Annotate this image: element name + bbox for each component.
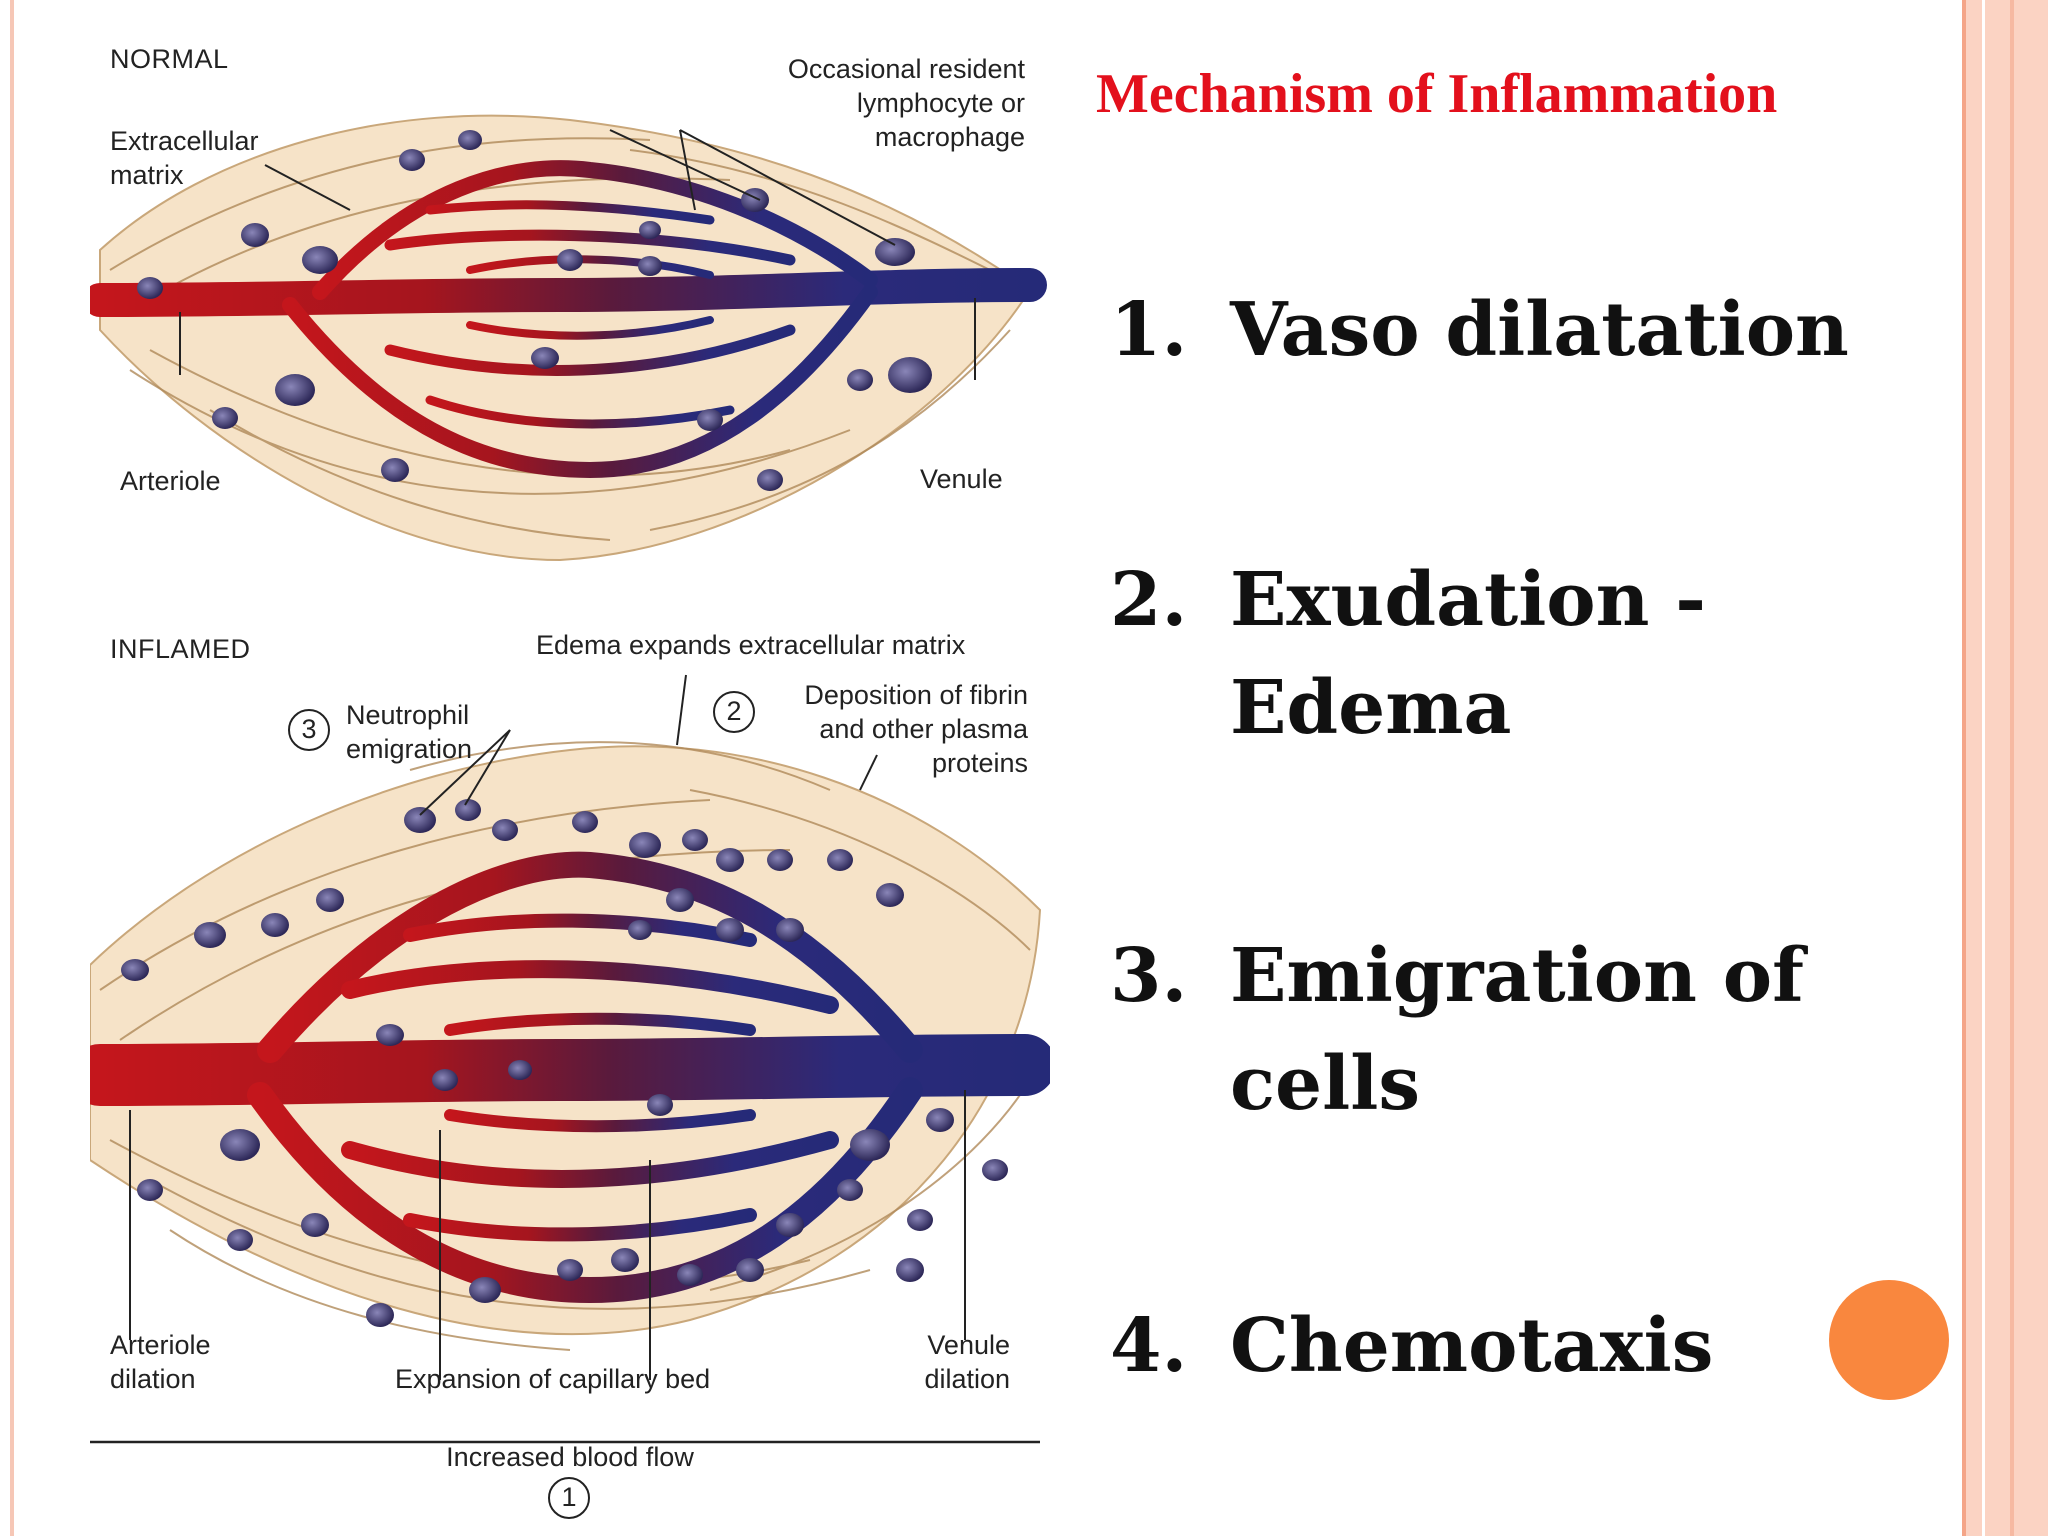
slide-title: Mechanism of Inflammation — [1096, 63, 1778, 125]
decorative-orange-dot — [1829, 1280, 1949, 1400]
list-item-number: 3. — [1110, 933, 1188, 1019]
inflamed-diagram — [90, 674, 1050, 1519]
list-item-text: Chemotaxis — [1230, 1303, 1714, 1389]
edema-label: Edema expands extracellular matrix — [536, 630, 966, 660]
list-item-text: Exudation - Edema — [1230, 557, 1706, 751]
list-item-number: 4. — [1110, 1303, 1188, 1389]
neutrophil-emigration-label: Neutrophil emigration — [346, 700, 473, 764]
venule-dilation-label: Venule dilation — [924, 1330, 1010, 1394]
slide-right-border — [1962, 0, 2048, 1536]
mechanism-list: 1. Vaso dilatation 2. Exudation - Edema … — [1110, 0, 1950, 1536]
inflammation-diagram: NORMAL Extracellular matrix Occasional r… — [90, 30, 1050, 1520]
arteriole-label: Arteriole — [120, 466, 221, 496]
slide-left-border-line — [10, 0, 14, 1536]
blood-flow-label: Increased blood flow — [446, 1442, 694, 1472]
list-item-number: 2. — [1110, 557, 1188, 643]
step-1-number: 1 — [561, 1482, 577, 1512]
list-item-text: Emigration of cells — [1230, 933, 1804, 1127]
extracellular-matrix-label: Extracellular matrix — [110, 126, 259, 190]
slide-right-border-line — [1962, 0, 1966, 1536]
list-item-text: Vaso dilatation — [1230, 287, 1849, 373]
fibrin-deposition-label: Deposition of fibrin and other plasma pr… — [804, 680, 1028, 778]
slide-right-border-line — [1982, 0, 1985, 1536]
list-item-number: 1. — [1110, 287, 1188, 373]
step-3-number: 3 — [301, 714, 317, 744]
normal-diagram — [90, 114, 1047, 562]
normal-heading: NORMAL — [110, 44, 229, 74]
arteriole-dilation-label: Arteriole dilation — [110, 1330, 211, 1394]
slide-right-border-line — [2010, 0, 2014, 1536]
venule-label: Venule — [920, 464, 1003, 494]
diagram-illustration — [90, 114, 1050, 1519]
step-2-number: 2 — [726, 696, 742, 726]
inflamed-heading: INFLAMED — [110, 634, 251, 664]
resident-cell-label: Occasional resident lymphocyte or macrop… — [787, 54, 1025, 152]
capillary-expansion-label: Expansion of capillary bed — [395, 1364, 711, 1394]
